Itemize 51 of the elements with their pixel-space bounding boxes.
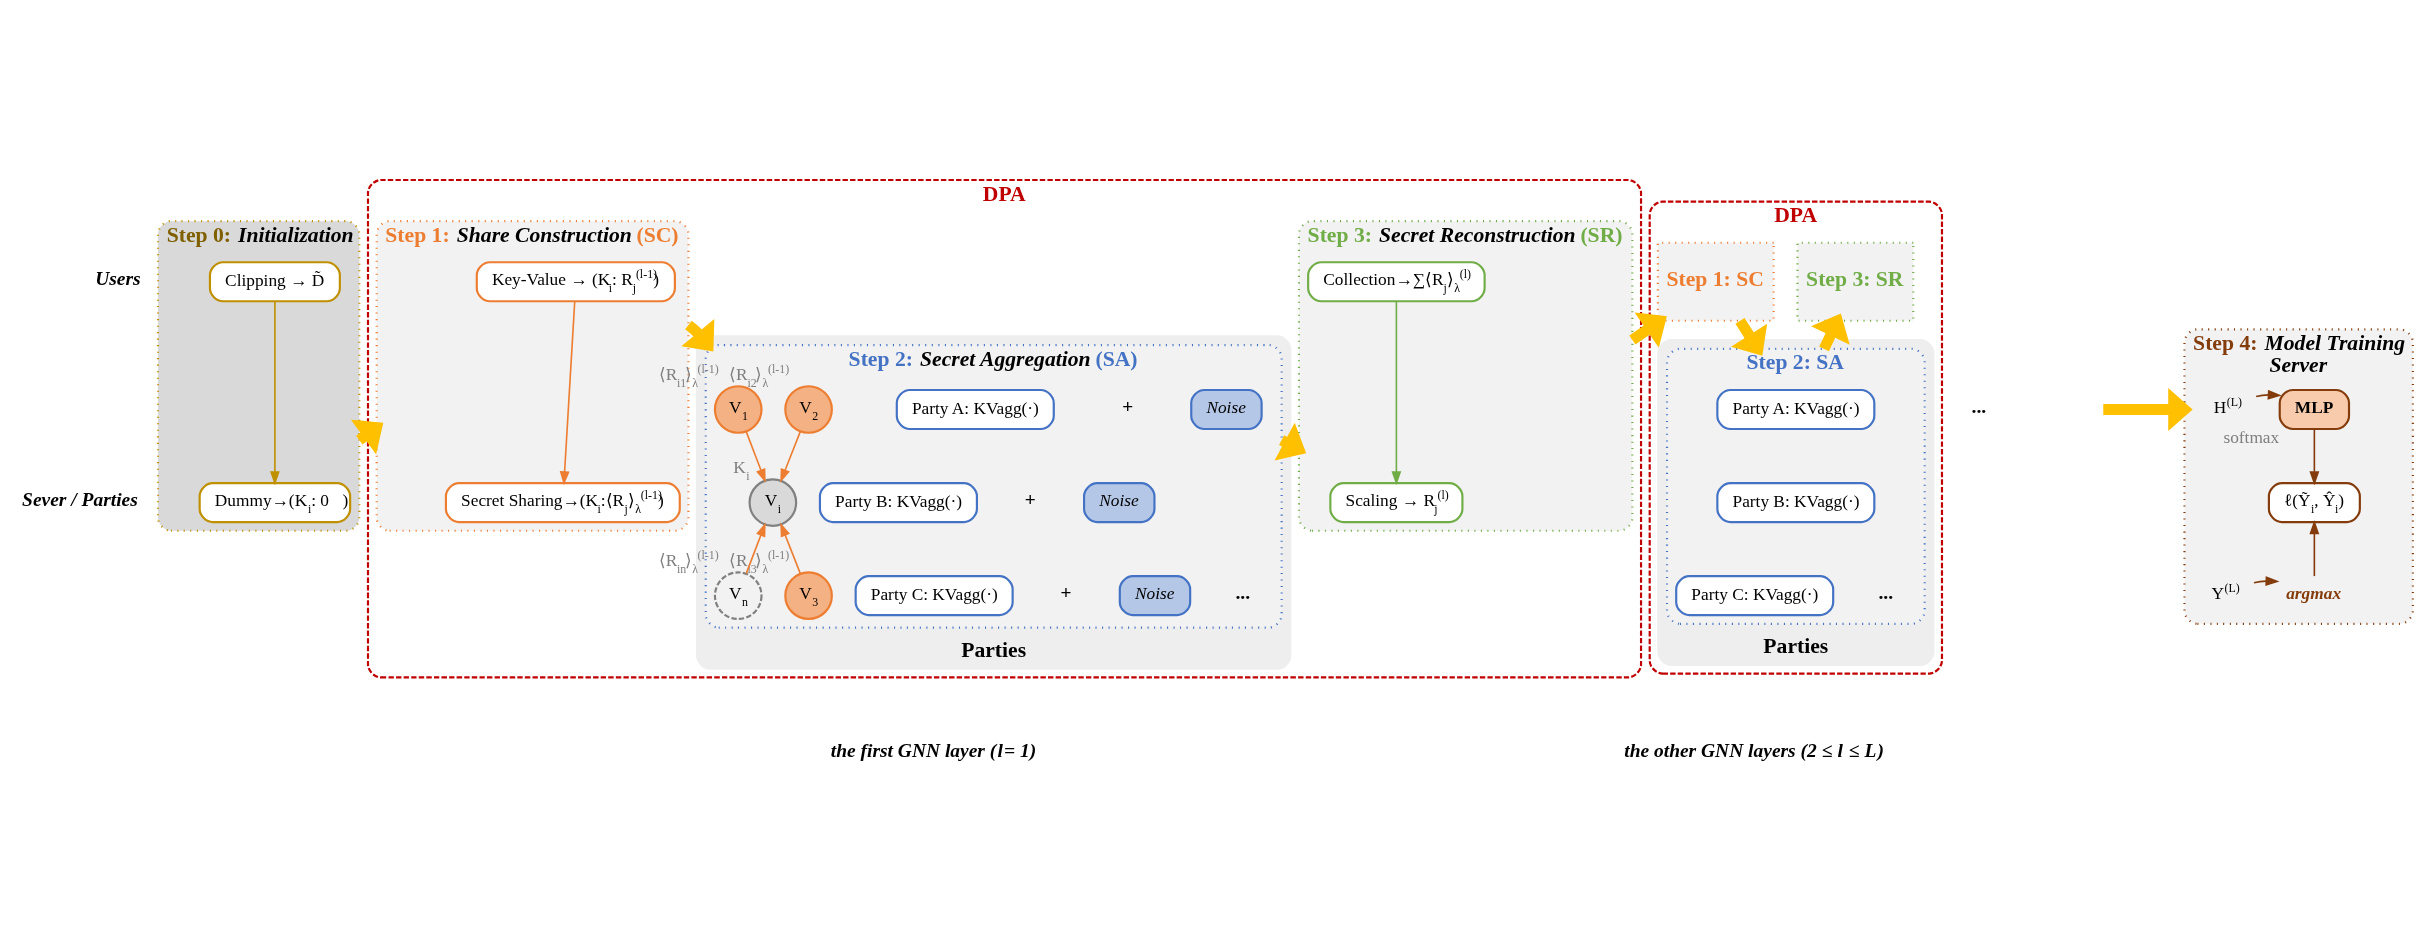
arrow bbox=[2309, 520, 2320, 577]
arrow bbox=[2309, 428, 2320, 486]
node-circle: V$_{i}$ bbox=[748, 478, 798, 527]
arrow bbox=[2103, 388, 2193, 431]
node-label: softmax bbox=[2223, 427, 2280, 447]
node-box: Clipping → D̃ bbox=[208, 261, 341, 303]
arrow bbox=[1274, 422, 1307, 461]
node-text: H$^{(L)}$ bbox=[2213, 394, 2242, 417]
node-circle: V$_{3}$ bbox=[784, 571, 833, 621]
node-box: Party C: KVagg(·) bbox=[1675, 575, 1835, 617]
label: ... bbox=[1879, 582, 1894, 604]
label: + bbox=[1121, 396, 1134, 418]
node-box: Step 3: SR bbox=[1796, 241, 1915, 322]
label: the first GNN layer (l= 1) bbox=[830, 739, 1037, 761]
label: Sever / Parties bbox=[22, 489, 138, 511]
node-box: Noise bbox=[1190, 388, 1263, 431]
label: + bbox=[1024, 489, 1036, 511]
label: ... bbox=[1972, 396, 1987, 418]
label: ... bbox=[1236, 582, 1251, 604]
label: + bbox=[1060, 582, 1072, 604]
arrow bbox=[780, 430, 802, 483]
node-box: Party A: KVagg(·) bbox=[895, 388, 1055, 431]
node-box: Noise bbox=[1118, 575, 1192, 617]
node-box: Party B: KVagg(·) bbox=[818, 482, 978, 524]
node-box: Key-Value → (K$_{i}$: R$_{j}$$^{(l-1)}$) bbox=[475, 261, 676, 303]
arrow bbox=[745, 522, 766, 575]
arrow bbox=[745, 430, 766, 483]
arrow bbox=[1731, 317, 1768, 356]
arrow bbox=[559, 300, 576, 486]
node-text: argmax bbox=[2286, 583, 2342, 603]
arrow bbox=[350, 419, 384, 455]
node-box: Secret Sharing→(K$_{i}$:⟨R$_{j}$⟩$_{λ}$$^{(l-1)}$) bbox=[444, 482, 681, 524]
node-box: Party A: KVagg(·) bbox=[1716, 388, 1876, 431]
arrow bbox=[269, 300, 280, 486]
arrow bbox=[1391, 300, 1402, 486]
arrow bbox=[1629, 312, 1667, 348]
node-circle: V$_{2}$ bbox=[784, 385, 833, 434]
arrow bbox=[2255, 389, 2282, 400]
arrow bbox=[780, 522, 802, 575]
node-box: Step 1: SC bbox=[1656, 241, 1775, 322]
node-box: MLP bbox=[2278, 388, 2351, 431]
node-box: Party B: KVagg(·) bbox=[1716, 482, 1876, 524]
label: the other GNN layers (2 ≤ l ≤ L) bbox=[1624, 739, 1885, 761]
node-box: Party C: KVagg(·) bbox=[854, 575, 1014, 617]
node-box: Noise bbox=[1083, 482, 1156, 524]
node-label: K$_{i}$ bbox=[733, 457, 750, 483]
arrow bbox=[1811, 313, 1850, 352]
node-box: ℓ(Ỹ$_{i}$, Ŷ$_{i}$) bbox=[2267, 482, 2361, 524]
node-box: Dummy→(K$_{i}$: 0⃗) bbox=[198, 482, 352, 524]
label: Users bbox=[95, 268, 141, 290]
node-text: Y$^{(L)}$ bbox=[2211, 580, 2240, 603]
